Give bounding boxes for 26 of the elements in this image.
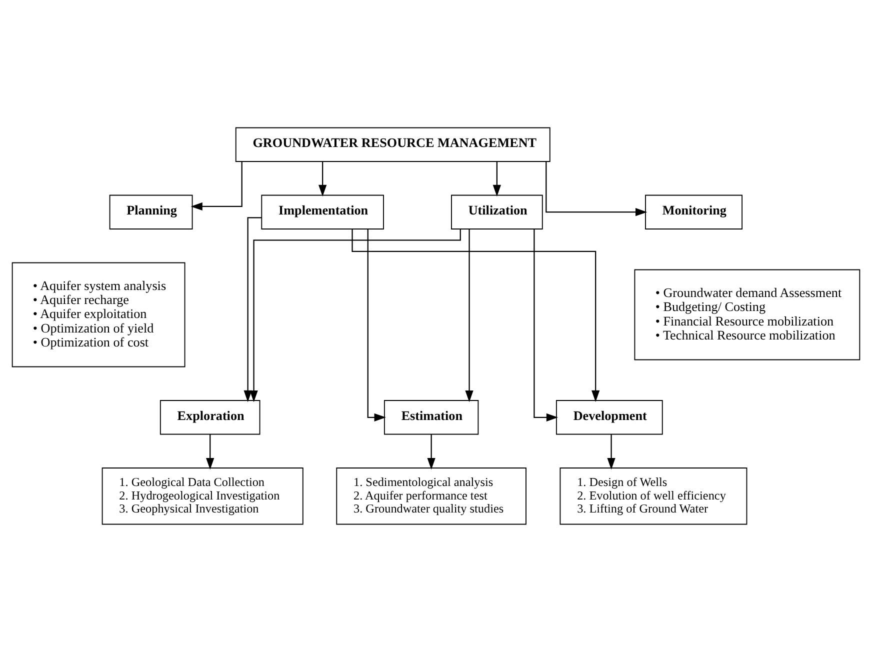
node-box: Planning	[109, 194, 193, 229]
arrow	[244, 216, 262, 402]
node-box: 1. Sedimentological analysis 2. Aquifer performance test 3. Groundwater quality studies	[336, 467, 526, 524]
node-box: 1. Geological Data Collection 2. Hydrogeological Investigation 3. Geophysical Investigation	[102, 467, 304, 524]
node-box: Exploration	[160, 400, 260, 434]
node-box: Monitoring	[645, 194, 743, 229]
arrow	[546, 161, 648, 216]
node-box: GROUNDWATER RESOURCE MANAGEMENT	[235, 126, 550, 162]
arrow	[367, 228, 386, 421]
node-box: Implementation	[261, 194, 384, 229]
node-box: 1. Design of Wells 2. Evolution of well efficiency 3. Lifting of Ground Water	[560, 467, 748, 524]
node-box: • Groundwater demand Assessment • Budgeting/ Costing • Financial Resource mobilization • Technical Resource mobilization	[634, 268, 860, 360]
node-box: Utilization	[451, 194, 543, 229]
node-box: Estimation	[384, 400, 479, 434]
arrow	[492, 161, 501, 196]
arrow	[352, 228, 600, 402]
node-box: Development	[556, 400, 663, 434]
arrow	[465, 228, 474, 402]
arrow	[318, 161, 327, 196]
arrow	[534, 228, 558, 421]
arrow	[250, 228, 461, 402]
arrow	[427, 434, 436, 470]
node-box: • Aquifer system analysis • Aquifer recharge • Aquifer exploitation • Optimization of yield • Optimization of cost	[12, 262, 186, 367]
arrow	[190, 161, 242, 210]
arrow	[607, 434, 616, 470]
arrow	[206, 434, 214, 470]
